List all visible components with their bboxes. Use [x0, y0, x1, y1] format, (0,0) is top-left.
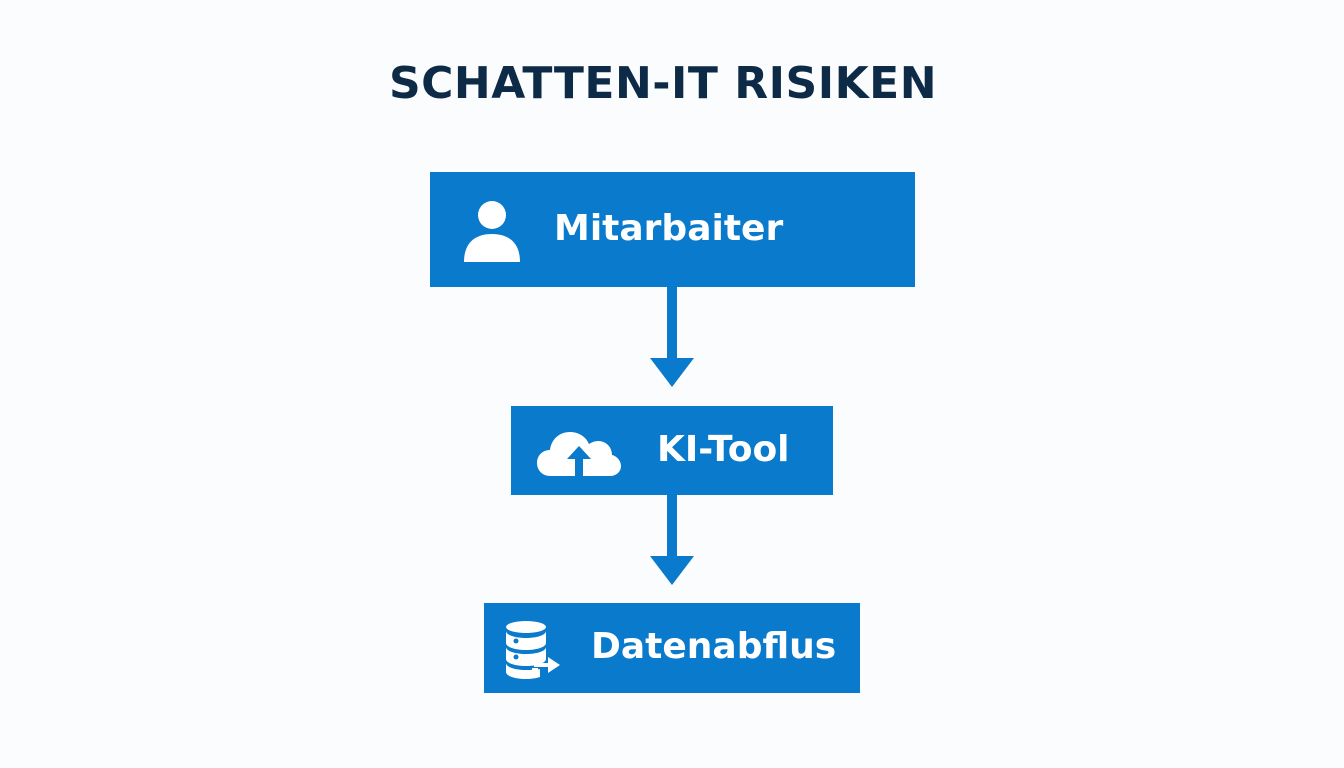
flow-arrow [650, 287, 694, 387]
cloud-upload-icon [537, 432, 621, 478]
node-ai-tool: KI-Tool [511, 406, 833, 495]
node-data-leak: Datenabflus [484, 603, 860, 693]
node-label: Datenabflus [591, 626, 837, 667]
flow-arrow [650, 495, 694, 585]
node-label: KI-Tool [657, 429, 790, 470]
node-label: Mitarbaiter [554, 208, 784, 249]
user-icon [464, 201, 520, 262]
database-transfer-icon [506, 621, 560, 679]
diagram-title: SCHATTEN-IT RISIKEN [388, 58, 938, 109]
node-employee: Mitarbaiter [430, 172, 915, 287]
